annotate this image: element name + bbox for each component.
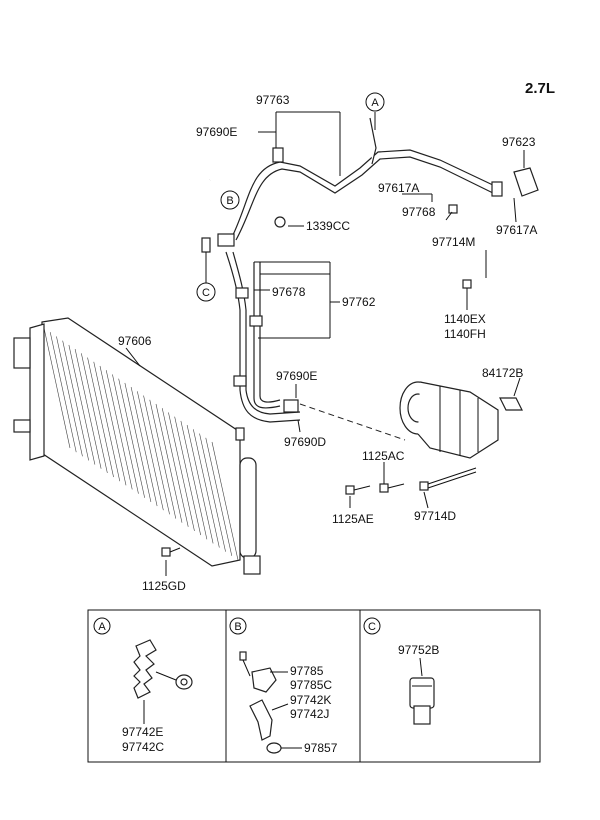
condenser-fin — [87, 357, 114, 478]
condenser-fin — [56, 336, 83, 457]
condenser-fin — [174, 416, 201, 536]
condenser-fin — [211, 441, 239, 561]
detail-a-part2: 97742C — [122, 740, 164, 754]
condenser-fin — [49, 332, 77, 453]
condenser-fin — [105, 370, 133, 490]
condenser-fin — [62, 340, 89, 461]
label-1140FH: 1140FH — [444, 327, 486, 341]
hose-lines — [194, 117, 539, 441]
detail-c-letter: C — [368, 621, 376, 633]
condenser-fin — [81, 353, 108, 473]
detail-b-part3: 97742K — [290, 693, 331, 707]
condenser-fin — [205, 437, 233, 556]
condenser-fin — [161, 408, 189, 527]
label-1125AC: 1125AC — [362, 449, 405, 463]
detail-c: C 97752B — [363, 617, 439, 725]
label-97763: 97763 — [256, 93, 290, 107]
callout-c: C — [196, 252, 216, 302]
detail-a: A 97742E 97742C — [93, 617, 193, 754]
detail-a-part1: 97742E — [122, 725, 163, 739]
condenser-fin — [99, 365, 127, 486]
label-1125GD: 1125GD — [142, 579, 186, 593]
condenser-fin — [74, 349, 102, 469]
label-97617A-a: 97617A — [378, 181, 419, 195]
condenser-fin — [137, 391, 164, 511]
label-97678: 97678 — [272, 285, 306, 299]
label-97768: 97768 — [402, 205, 436, 219]
condenser-fin — [43, 327, 71, 449]
condenser-fin — [180, 420, 208, 540]
callout-b: B — [220, 190, 240, 210]
condenser-fin — [149, 399, 177, 519]
condenser-fin — [130, 387, 158, 507]
callout-a: A — [365, 92, 385, 112]
detail-b-part2: 97785C — [290, 678, 332, 692]
condenser-fin — [124, 382, 152, 502]
label-97690D: 97690D — [284, 435, 326, 449]
compressor — [161, 381, 523, 557]
detail-b-part1: 97785 — [290, 664, 324, 678]
label-97690E-mid: 97690E — [276, 369, 317, 383]
condenser-fin — [112, 374, 139, 494]
condenser-fin — [68, 344, 96, 465]
label-97690E-top: 97690E — [196, 125, 237, 139]
detail-b-part4: 97742J — [290, 707, 329, 721]
detail-boxes — [87, 609, 541, 763]
detail-b-part5: 97857 — [304, 741, 338, 755]
callout-c-letter: C — [202, 287, 210, 299]
label-97623: 97623 — [502, 135, 536, 149]
engine-label: 2.7L — [525, 80, 555, 97]
label-97714M: 97714M — [432, 235, 475, 249]
label-1125AE: 1125AE — [332, 512, 374, 526]
condenser-fin — [143, 395, 170, 515]
condenser-fin — [93, 361, 121, 482]
label-97617A-b: 97617A — [496, 223, 537, 237]
condenser-fin — [193, 429, 220, 548]
label-1140EX: 1140EX — [444, 312, 486, 326]
callout-b-letter: B — [226, 195, 233, 207]
detail-b: B 97785 97785C 97742K 97742J 97857 — [229, 617, 338, 755]
detail-b-letter: B — [234, 621, 241, 633]
label-97714D: 97714D — [414, 509, 456, 523]
condenser-fin — [168, 412, 195, 532]
callout-a-letter: A — [371, 97, 379, 109]
label-84172B: 84172B — [482, 366, 523, 380]
label-97762: 97762 — [342, 295, 376, 309]
label-1339CC: 1339CC — [306, 219, 350, 233]
label-97606: 97606 — [118, 334, 152, 348]
condenser-fin — [199, 433, 226, 552]
condenser-fin — [155, 403, 183, 523]
detail-a-letter: A — [98, 621, 106, 633]
condenser-97606 — [13, 317, 261, 575]
leader-lines — [125, 111, 525, 576]
part-labels: 97763 97690E 97623 97617A 97768 97714M 9… — [118, 93, 537, 593]
condenser-fin — [186, 425, 214, 544]
condenser-fin — [118, 378, 145, 498]
detail-c-part1: 97752B — [398, 643, 439, 657]
